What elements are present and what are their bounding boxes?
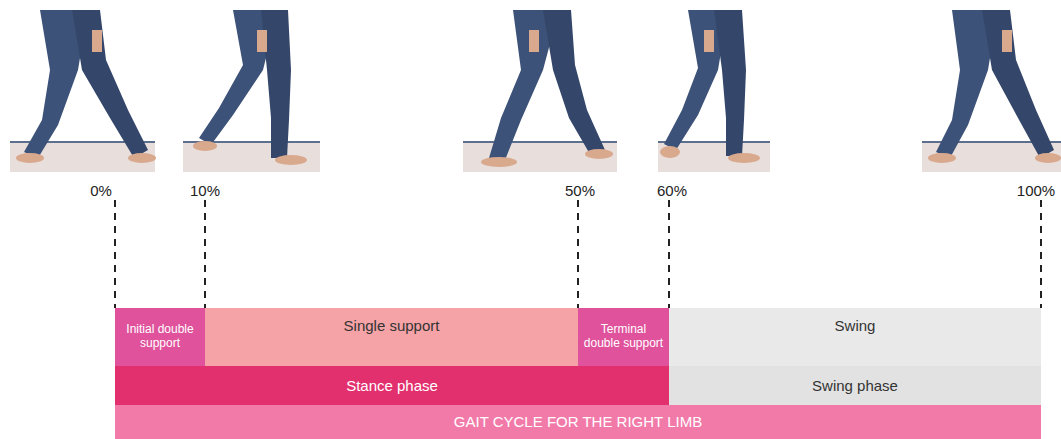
band-label: Initial double support <box>119 323 201 351</box>
band-label: Terminal double support <box>582 323 665 351</box>
phase-band: Terminal double support <box>578 308 669 366</box>
walking-photo <box>658 10 770 172</box>
percent-label: 50% <box>565 182 595 199</box>
band-label: Swing <box>835 317 876 334</box>
phase-band: Single support <box>205 308 578 366</box>
percent-label: 60% <box>657 182 687 199</box>
phase-band: Stance phase <box>115 366 669 405</box>
walking-photo <box>183 10 320 172</box>
phase-band: Swing <box>669 308 1041 366</box>
percent-label: 10% <box>190 182 220 199</box>
band-label: Single support <box>344 317 440 334</box>
phase-boundary-lines <box>115 200 1041 308</box>
band-label: Stance phase <box>346 377 438 394</box>
percent-label: 0% <box>90 182 112 199</box>
band-label: Swing phase <box>812 377 898 394</box>
band-label: GAIT CYCLE FOR THE RIGHT LIMB <box>454 413 702 430</box>
walking-photo <box>10 10 156 172</box>
percent-label: 100% <box>1017 182 1055 199</box>
cycle-band: GAIT CYCLE FOR THE RIGHT LIMB <box>115 405 1041 439</box>
phase-band: Swing phase <box>669 366 1041 405</box>
phase-band: Initial double support <box>115 308 205 366</box>
walking-photo <box>463 10 617 172</box>
walking-photo <box>922 10 1061 172</box>
